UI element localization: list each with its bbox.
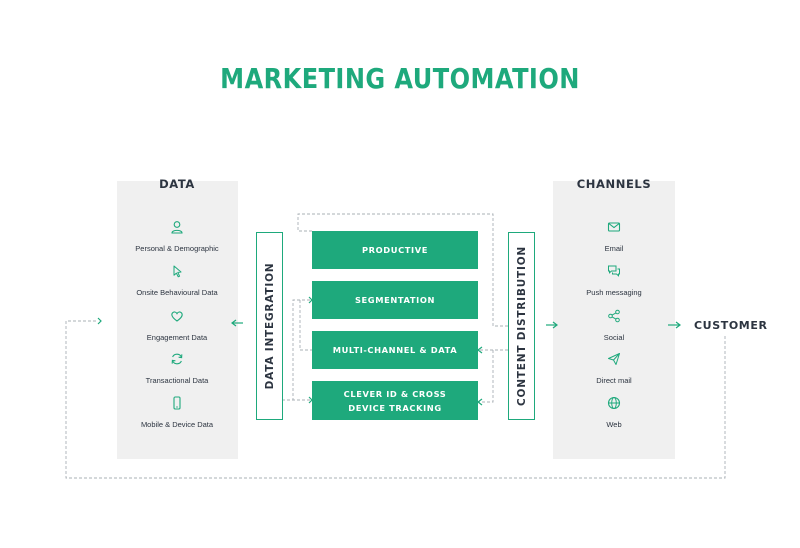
- content-distribution-box: CONTENT DISTRIBUTION: [508, 232, 535, 420]
- distribution-to-clever-id: [478, 350, 494, 403]
- clever-id-box: CLEVER ID & CROSS DEVICE TRACKING: [312, 381, 478, 420]
- data-item-onsite: Onsite Behavioural Data: [117, 264, 237, 300]
- channel-item-label: Push messaging: [586, 288, 642, 297]
- data-integration-label: DATA INTEGRATION: [263, 262, 276, 390]
- person-icon: [171, 221, 183, 234]
- customer-feedback-loop: [65, 320, 726, 479]
- data-item-mobile: Mobile & Device Data: [117, 396, 237, 432]
- cursor-icon: [173, 265, 182, 278]
- data-integration-box: DATA INTEGRATION: [256, 232, 283, 420]
- channel-item-label: Direct mail: [596, 376, 632, 385]
- customer-label: CUSTOMER: [694, 319, 768, 332]
- data-item-label: Personal & Demographic: [135, 244, 219, 253]
- channel-item-email: Email: [554, 220, 674, 256]
- paper-plane-icon: [608, 353, 620, 365]
- productive-box: PRODUCTIVE: [312, 231, 478, 269]
- channel-item-social: Social: [554, 309, 674, 345]
- channel-item-direct-mail: Direct mail: [554, 352, 674, 388]
- globe-icon: [607, 396, 621, 410]
- channel-item-web: Web: [554, 396, 674, 432]
- data-item-transactional: Transactional Data: [117, 352, 237, 388]
- integration-to-segmentation: [282, 299, 312, 401]
- heart-icon: [171, 311, 183, 322]
- envelope-icon: [607, 222, 621, 232]
- data-items: Personal & Demographic Onsite Behavioura…: [117, 0, 237, 548]
- channel-item-push: Push messaging: [554, 264, 674, 300]
- data-item-label: Transactional Data: [145, 376, 209, 385]
- channel-items: Email Push messaging Social Direct mail …: [554, 0, 674, 548]
- arrowhead-loop-in: [97, 317, 102, 325]
- productive-loop: [297, 213, 508, 327]
- diagram-title: MARKETING AUTOMATION: [220, 62, 580, 95]
- share-icon: [608, 309, 620, 323]
- channels-column-heading: CHANNELS: [576, 177, 652, 191]
- channel-item-label: Email: [604, 244, 624, 253]
- refresh-icon: [171, 353, 183, 365]
- data-item-label: Onsite Behavioural Data: [136, 288, 218, 297]
- data-column-heading: DATA: [159, 177, 195, 191]
- content-distribution-label: CONTENT DISTRIBUTION: [515, 245, 528, 407]
- channel-item-label: Social: [603, 333, 625, 342]
- segmentation-box: SEGMENTATION: [312, 281, 478, 319]
- channel-item-label: Web: [606, 420, 622, 429]
- data-item-personal: Personal & Demographic: [117, 220, 237, 256]
- data-item-engagement: Engagement Data: [117, 309, 237, 345]
- mobile-icon: [173, 396, 181, 410]
- chat-icon: [608, 265, 620, 277]
- data-item-label: Mobile & Device Data: [140, 420, 214, 429]
- multi-channel-box: MULTI-CHANNEL & DATA: [312, 331, 478, 369]
- data-item-label: Engagement Data: [146, 333, 208, 342]
- integration-to-multichannel: [299, 300, 312, 351]
